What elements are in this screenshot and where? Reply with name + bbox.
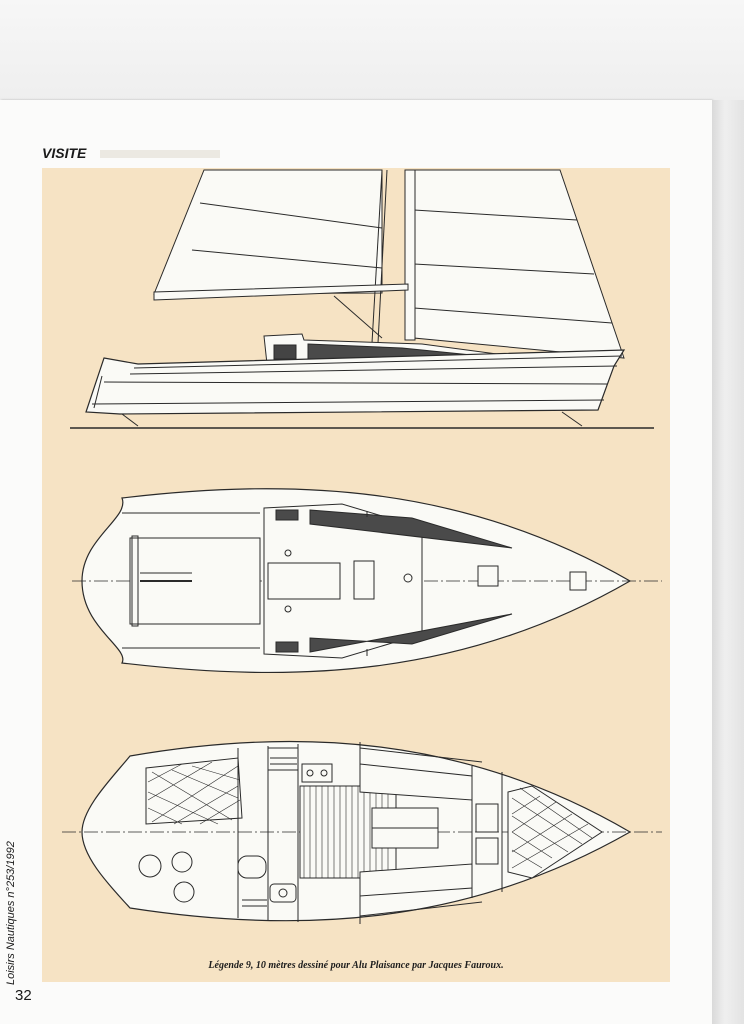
publication-credit: Loisirs Nautiques n°253/1992: [5, 841, 17, 985]
sailboat-drawings: [62, 169, 662, 924]
aft-berth-cushion: [145, 757, 243, 825]
coachroof-port-small: [273, 344, 297, 360]
figure-caption: Légende 9, 10 mètres dessiné pour Alu Pl…: [208, 960, 504, 971]
mainsail-shape: [153, 169, 383, 295]
jib-shape: [413, 169, 625, 359]
mast-shape: [404, 169, 416, 341]
page-number: 32: [15, 987, 32, 1004]
deck-window-starboard: [309, 509, 513, 549]
heads-basin: [269, 883, 297, 903]
interior-layout-drawing: [62, 740, 662, 924]
section-label: VISITE: [42, 145, 87, 161]
scan-background: [0, 0, 744, 104]
deck-window-port: [309, 613, 513, 653]
deck-plan-drawing: [72, 488, 662, 674]
facing-page-edge: [712, 100, 744, 1024]
section-label-rule: [100, 150, 220, 158]
boom-shape: [153, 283, 409, 301]
forward-hatch: [477, 565, 499, 587]
side-profile-drawing: [70, 169, 654, 429]
heads-toilet: [237, 855, 267, 879]
v-berth-cushion: [507, 785, 603, 879]
